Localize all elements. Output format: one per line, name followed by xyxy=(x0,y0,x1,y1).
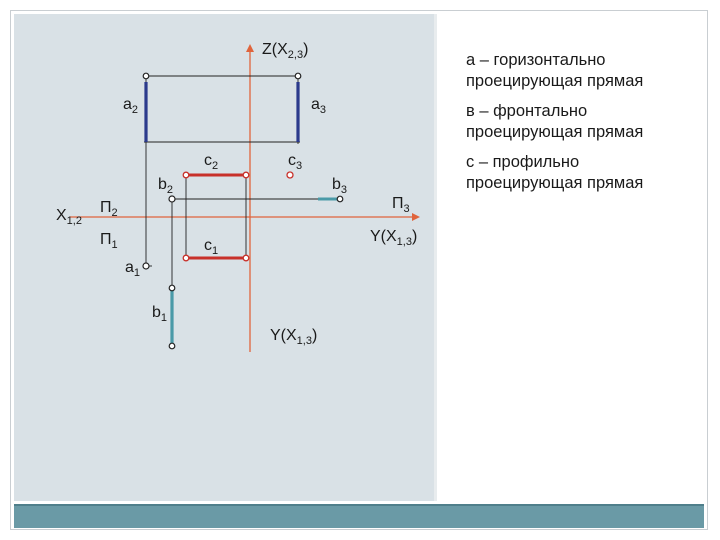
label-p1: П1 xyxy=(100,231,118,251)
label-a2: a2 xyxy=(123,96,138,116)
y-axis-right-label: Y(X1,3) xyxy=(370,228,417,248)
label-p2: П2 xyxy=(100,199,118,219)
point-c2-left xyxy=(182,171,190,179)
label-p3: П3 xyxy=(392,195,410,215)
legend-c-line2: проецирующая прямая xyxy=(466,174,644,192)
legend-b-line2: проецирующая прямая xyxy=(466,123,644,141)
label-b3: b3 xyxy=(332,176,347,196)
point-b3-end xyxy=(336,195,344,203)
label-c2: c2 xyxy=(204,152,218,172)
label-a1: a1 xyxy=(125,259,140,279)
legend-c-line1: с – профильно xyxy=(466,153,580,171)
point-c2-right xyxy=(242,171,250,179)
legend-a-line2: проецирующая прямая xyxy=(466,72,644,90)
footer-bar xyxy=(14,504,704,528)
y-axis-bottom-label: Y(X1,3) xyxy=(270,327,317,347)
legend: а – горизонтально проецирующая прямая в … xyxy=(466,50,706,203)
point-a1 xyxy=(142,262,150,270)
point-c1-right xyxy=(242,254,250,262)
point-c3 xyxy=(286,171,294,179)
legend-b-line1: в – фронтально xyxy=(466,102,588,120)
label-c1: c1 xyxy=(204,237,218,257)
point-a3-top xyxy=(294,72,302,80)
label-x12: X1,2 xyxy=(56,207,82,227)
z-axis-label: Z(X2,3) xyxy=(262,41,308,61)
panel-divider xyxy=(434,14,437,501)
label-b1: b1 xyxy=(152,304,167,324)
label-b2: b2 xyxy=(158,176,173,196)
construction-lines xyxy=(144,75,332,286)
legend-item-c: с – профильно проецирующая прямая xyxy=(466,152,706,194)
label-c3: c3 xyxy=(288,152,302,172)
legend-item-a: а – горизонтально проецирующая прямая xyxy=(466,50,706,92)
point-b2 xyxy=(168,195,176,203)
point-a2-top xyxy=(142,72,150,80)
footer-bar-edge xyxy=(14,504,704,506)
point-b1-bottom xyxy=(168,342,176,350)
point-b1-top xyxy=(168,284,176,292)
point-c1-left xyxy=(182,254,190,262)
label-a3: a3 xyxy=(311,96,326,116)
legend-a-line1: а – горизонтально xyxy=(466,51,606,69)
legend-item-b: в – фронтально проецирующая прямая xyxy=(466,101,706,143)
